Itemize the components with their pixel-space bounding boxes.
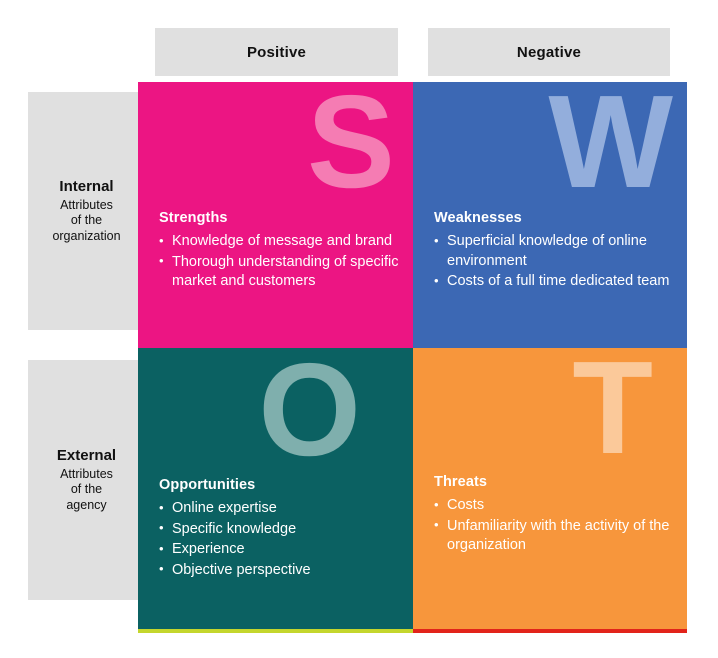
watermark-letter-t: T	[572, 348, 653, 481]
column-header-positive: Positive	[155, 28, 398, 76]
list-item: Specific knowledge	[159, 519, 399, 540]
quadrant-threats-body: Threats Costs Unfamiliarity with the act…	[434, 474, 673, 557]
row-label-internal-title: Internal	[59, 178, 114, 196]
row-label-internal-sub-2: of the	[70, 213, 103, 228]
watermark-letter-w: W	[548, 82, 673, 215]
quadrant-strengths: S Strengths Knowledge of message and bra…	[138, 82, 413, 348]
list-item: Online expertise	[159, 499, 399, 519]
quadrant-strengths-title: Strengths	[159, 210, 228, 226]
list-item: Costs of a full time dedicated team	[434, 272, 673, 292]
watermark-letter-s: S	[306, 82, 395, 215]
list-item: Objective perspective	[159, 560, 399, 581]
quadrant-strengths-body: Strengths Knowledge of message and brand…	[159, 210, 399, 293]
accent-rule-opportunities	[138, 629, 413, 633]
column-header-negative-label: Negative	[516, 43, 582, 61]
quadrant-opportunities-body: Opportunities Online expertise Specific …	[159, 477, 399, 581]
quadrant-weaknesses-list: Superficial knowledge of online environm…	[434, 231, 673, 292]
quadrant-threats: T Threats Costs Unfamiliarity with the a…	[413, 348, 687, 629]
row-label-internal: Internal Attributes of the organization	[28, 92, 145, 330]
row-label-external-sub-1: Attributes	[60, 467, 113, 481]
list-item: Thorough understanding of specific marke…	[159, 252, 399, 292]
accent-rule-threats	[413, 629, 687, 633]
quadrant-threats-list: Costs Unfamiliarity with the activity of…	[434, 496, 673, 556]
row-label-external-sub-2: of the	[70, 482, 103, 497]
quadrant-opportunities-list: Online expertise Specific knowledge Expe…	[159, 499, 399, 580]
row-label-internal-sub-1: Attributes	[60, 198, 113, 212]
list-item: Costs	[434, 496, 673, 516]
list-item: Experience	[159, 540, 399, 560]
list-item: Superficial knowledge of online environm…	[434, 231, 673, 271]
row-label-internal-sub-3: organization	[52, 228, 121, 243]
column-header-positive-label: Positive	[246, 43, 307, 61]
quadrant-opportunities-title: Opportunities	[159, 477, 256, 493]
list-item: Knowledge of message and brand	[159, 232, 399, 252]
quadrant-weaknesses-title: Weaknesses	[434, 210, 522, 226]
watermark-letter-o: O	[258, 348, 361, 483]
row-label-external-sub-3: agency	[66, 497, 107, 512]
quadrant-opportunities: O Opportunities Online expertise Specifi…	[138, 348, 413, 629]
quadrant-weaknesses-body: Weaknesses Superficial knowledge of onli…	[434, 210, 673, 293]
quadrant-weaknesses: W Weaknesses Superficial knowledge of on…	[413, 82, 687, 348]
list-item: Unfamiliarity with the activity of the o…	[434, 516, 673, 556]
quadrant-threats-title: Threats	[434, 474, 488, 490]
quadrant-strengths-list: Knowledge of message and brand Thorough …	[159, 232, 399, 292]
row-label-external-title: External	[56, 447, 117, 465]
row-label-external: External Attributes of the agency	[28, 360, 145, 600]
column-header-negative: Negative	[428, 28, 670, 76]
